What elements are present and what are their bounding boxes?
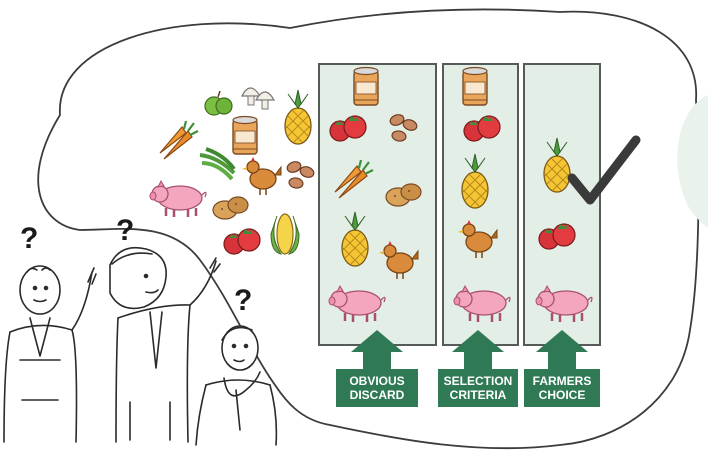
person-middle xyxy=(109,246,221,443)
panel-selection-criteria xyxy=(442,63,519,369)
person-right xyxy=(195,325,278,446)
arrow-up-icon xyxy=(351,330,403,369)
question-mark: ? xyxy=(116,214,134,247)
question-mark: ? xyxy=(20,222,38,255)
label-line-1: SELECTION xyxy=(443,374,513,388)
can-icon xyxy=(232,115,258,155)
label-farmers-choice: FARMERS CHOICE xyxy=(524,369,600,407)
label-line-2: CHOICE xyxy=(538,388,586,402)
label-line-1: OBVIOUS xyxy=(349,374,405,388)
arrow-up-icon xyxy=(536,330,588,369)
background-accent xyxy=(677,95,708,228)
question-mark: ? xyxy=(234,284,252,317)
label-obvious-discard: OBVIOUS DISCARD xyxy=(336,369,418,407)
arrow-up-icon xyxy=(452,330,504,369)
label-line-2: DISCARD xyxy=(349,388,405,402)
panel-obvious-discard xyxy=(318,63,437,369)
label-line-2: CRITERIA xyxy=(449,388,507,402)
can-icon xyxy=(462,66,488,106)
person-left xyxy=(3,265,97,443)
check-mark-icon xyxy=(567,135,641,205)
label-selection-criteria: SELECTION CRITERIA xyxy=(438,369,518,407)
label-line-1: FARMERS xyxy=(532,374,592,388)
can-icon xyxy=(353,66,379,106)
panel-farmers-choice xyxy=(523,63,601,369)
